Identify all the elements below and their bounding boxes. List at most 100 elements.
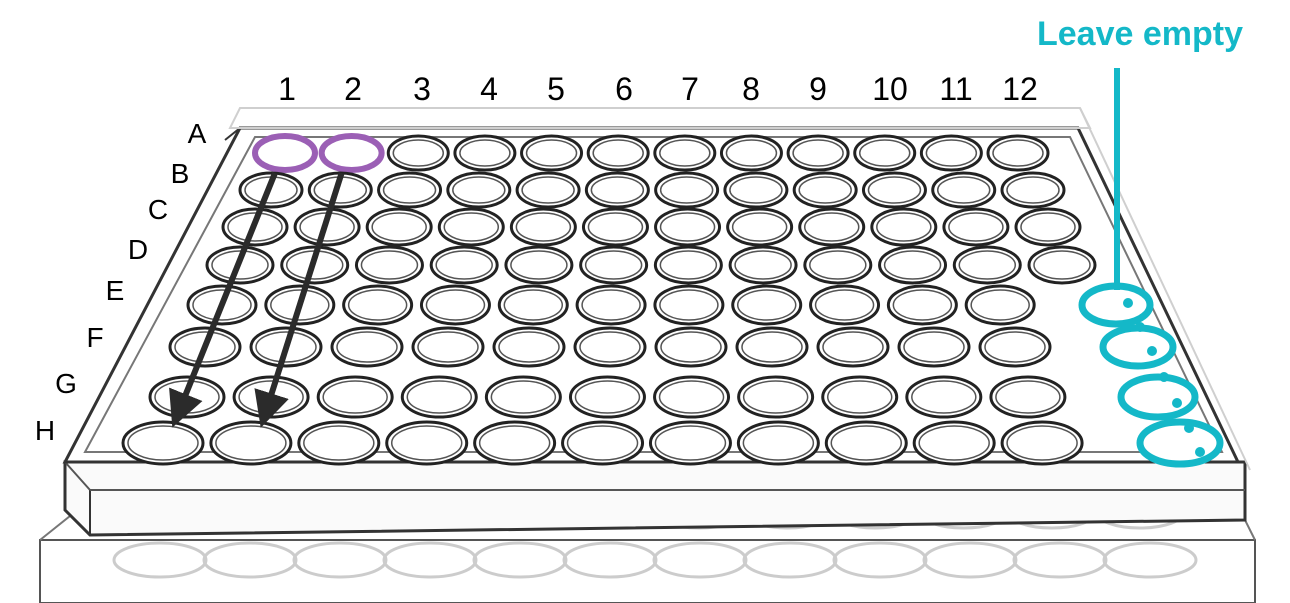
well-E12 xyxy=(1082,286,1150,324)
well-outline xyxy=(921,136,981,170)
well-outline xyxy=(448,173,510,207)
well-outline xyxy=(475,422,555,464)
well-G6 xyxy=(570,377,644,417)
well-outline xyxy=(421,286,489,324)
well-outline xyxy=(794,173,856,207)
column-label-9: 9 xyxy=(809,71,827,107)
well-outline xyxy=(888,286,956,324)
well-outline xyxy=(872,209,936,245)
well-outline xyxy=(255,136,315,170)
well-outline xyxy=(563,422,643,464)
well-A8 xyxy=(721,136,781,170)
well-outline xyxy=(863,173,925,207)
well-outline xyxy=(570,377,644,417)
well-outline xyxy=(1016,209,1080,245)
well-outline xyxy=(367,209,431,245)
faded-well xyxy=(474,543,566,577)
well-outline xyxy=(211,422,291,464)
well-C10 xyxy=(872,209,936,245)
well-outline xyxy=(586,173,648,207)
well-B10 xyxy=(863,173,925,207)
well-F8 xyxy=(737,328,807,366)
well-B6 xyxy=(586,173,648,207)
well-F6 xyxy=(575,328,645,366)
callout-dot xyxy=(1147,346,1157,356)
well-H9 xyxy=(826,422,906,464)
well-outline xyxy=(655,247,721,283)
well-G12 xyxy=(1121,377,1195,417)
well-B5 xyxy=(517,173,579,207)
well-outline xyxy=(800,209,864,245)
well-A11 xyxy=(921,136,981,170)
well-B4 xyxy=(448,173,510,207)
well-E7 xyxy=(655,286,723,324)
faded-well xyxy=(924,543,1016,577)
column-label-1: 1 xyxy=(278,71,296,107)
well-A7 xyxy=(655,136,715,170)
well-D4 xyxy=(431,247,497,283)
well-A4 xyxy=(455,136,515,170)
well-outline xyxy=(954,247,1020,283)
well-F11 xyxy=(980,328,1050,366)
well-outline xyxy=(733,286,801,324)
well-E8 xyxy=(733,286,801,324)
well-outline xyxy=(413,328,483,366)
well-outline xyxy=(966,286,1034,324)
well-outline xyxy=(1082,286,1150,324)
well-outline xyxy=(944,209,1008,245)
well-outline xyxy=(725,173,787,207)
well-outline xyxy=(517,173,579,207)
column-label-2: 2 xyxy=(344,71,362,107)
well-outline xyxy=(486,377,560,417)
well-outline xyxy=(123,422,203,464)
well-outline xyxy=(455,136,515,170)
well-D10 xyxy=(880,247,946,283)
callout-dot xyxy=(1184,423,1194,433)
row-label-F: F xyxy=(86,322,103,353)
well-outline xyxy=(1002,173,1064,207)
well-outline xyxy=(728,209,792,245)
well-outline xyxy=(818,328,888,366)
row-label-H: H xyxy=(35,415,55,446)
well-A5 xyxy=(522,136,582,170)
well-D7 xyxy=(655,247,721,283)
column-label-11: 11 xyxy=(939,71,972,107)
well-D12 xyxy=(1029,247,1095,283)
faded-well xyxy=(384,543,476,577)
row-label-C: C xyxy=(148,194,168,225)
well-H6 xyxy=(563,422,643,464)
faded-well xyxy=(564,543,656,577)
column-label-6: 6 xyxy=(615,71,633,107)
faded-well xyxy=(744,543,836,577)
well-outline xyxy=(402,377,476,417)
well-outline xyxy=(577,286,645,324)
well-B9 xyxy=(794,173,856,207)
well-E5 xyxy=(499,286,567,324)
leave-empty-label: Leave empty xyxy=(1037,15,1243,53)
well-B3 xyxy=(379,173,441,207)
faded-well xyxy=(114,543,206,577)
well-outline xyxy=(811,286,879,324)
faded-well xyxy=(294,543,386,577)
well-E9 xyxy=(811,286,879,324)
faded-well xyxy=(1104,543,1196,577)
well-H3 xyxy=(299,422,379,464)
well-outline xyxy=(379,173,441,207)
well-outline xyxy=(655,377,729,417)
well-F4 xyxy=(413,328,483,366)
well-D3 xyxy=(356,247,422,283)
row-label-E: E xyxy=(106,275,125,306)
well-outline xyxy=(721,136,781,170)
well-B12 xyxy=(1002,173,1064,207)
well-G10 xyxy=(907,377,981,417)
well-outline xyxy=(322,136,382,170)
well-F12 xyxy=(1103,328,1173,366)
callout-dot xyxy=(1123,298,1133,308)
well-outline xyxy=(656,173,718,207)
well-H2 xyxy=(211,422,291,464)
well-outline xyxy=(739,377,813,417)
well-F3 xyxy=(332,328,402,366)
row-label-A: A xyxy=(188,118,207,149)
well-G11 xyxy=(991,377,1065,417)
well-E4 xyxy=(421,286,489,324)
